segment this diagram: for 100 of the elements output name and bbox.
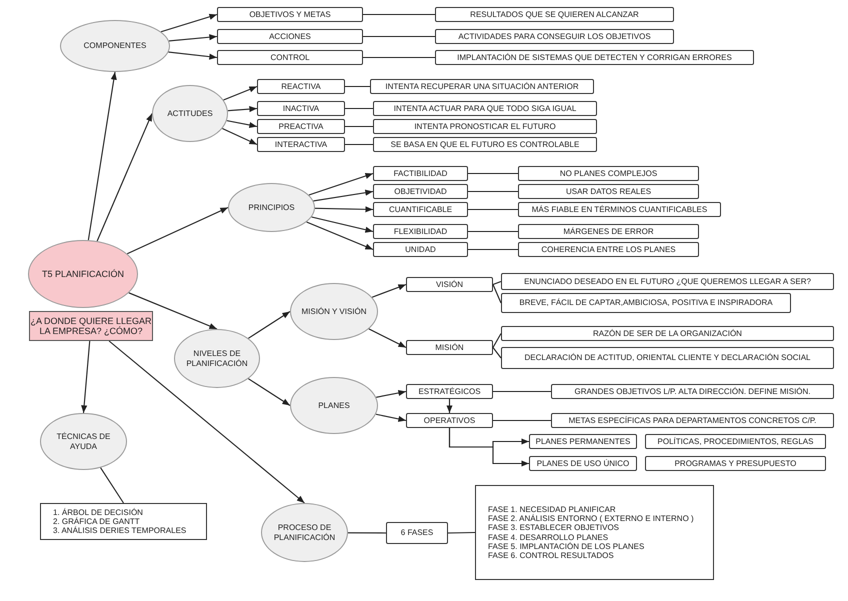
text-box <box>501 273 834 290</box>
arrow <box>314 206 374 212</box>
text-box <box>501 347 834 369</box>
text-box <box>518 184 699 199</box>
connector-line <box>492 284 502 304</box>
arrow <box>448 428 529 467</box>
arrow <box>313 190 374 202</box>
node-label: PROGRAMAS Y PRESUPUESTO <box>674 458 796 468</box>
node-label: TÉCNICAS DE AYUDA <box>56 432 112 451</box>
text-box <box>373 101 597 116</box>
node-label: INTERACTIVA <box>274 140 328 150</box>
connector-line <box>448 532 475 534</box>
node-label: NIVELES DE PLANIFICACIÓN <box>185 349 249 368</box>
text-box <box>529 456 637 471</box>
text-box <box>373 224 468 239</box>
connector-line <box>492 280 502 286</box>
node-label: ENUNCIADO DESEADO EN EL FUTURO ¿QUE QUEREMOS LLEGAR A SER? <box>524 276 811 286</box>
node-label: IMPLANTACIÓN DE SISTEMAS QUE DETECTEN Y CORRIGAN ERRORES <box>457 52 732 62</box>
arrow <box>128 292 218 330</box>
arrow <box>376 390 406 398</box>
connector-line <box>100 467 124 504</box>
connector-line <box>345 126 373 128</box>
node-label: RESULTADOS QUE SE QUIEREN ALCANZAR <box>470 10 639 20</box>
list-item: FASE 3. ESTABLECER OBJETIVOS <box>488 523 620 532</box>
text-box <box>518 202 721 217</box>
node-label: 6 FASES <box>400 528 434 538</box>
text-box <box>406 277 493 292</box>
text-box <box>370 79 594 94</box>
arrow <box>376 414 406 422</box>
node-label: REACTIVA <box>281 82 321 92</box>
node-label: GRANDES OBJETIVOS L/P. ALTA DIRECCIÓN. DEFINE MISIÓN. <box>574 386 811 396</box>
list-item: FASE 2. ANÁLISIS ENTORNO ( EXTERNO E INTERNO ) <box>488 514 694 524</box>
node-label: DECLARACIÓN DE ACTITUD, ORIENTAL CLIENTE Y DECLARACIÓN SOCIAL <box>524 353 810 363</box>
node-label: PREACTIVA <box>278 122 324 132</box>
connector-line <box>468 208 518 210</box>
node-label: RAZÓN DE SER DE LA ORGANIZACIÓN <box>593 328 742 338</box>
node-label: CUANTIFICABLE <box>388 204 452 214</box>
text-box <box>645 456 826 471</box>
text-box <box>257 101 345 116</box>
node-label: COHERENCIA ENTRE LOS PLANES <box>541 244 676 254</box>
node-label: INACTIVA <box>282 104 320 114</box>
arrow <box>223 86 258 101</box>
topic-ellipse <box>174 329 260 388</box>
connector-line <box>468 172 518 174</box>
arrow <box>248 378 290 406</box>
node-label: ACTIVIDADES PARA CONSEGUIR LOS OBJETIVOS <box>458 32 651 42</box>
text-box <box>257 119 345 134</box>
node-label: OPERATIVOS <box>424 416 476 426</box>
connector-line <box>363 56 435 58</box>
text-box <box>435 29 674 44</box>
node-label: INTENTA PRONOSTICAR EL FUTURO <box>414 122 556 132</box>
arrow <box>228 106 258 112</box>
arrow <box>248 311 290 339</box>
node-label: USAR DATOS REALES <box>566 186 652 196</box>
connector-line <box>345 144 373 146</box>
arrow <box>446 399 453 413</box>
text-box <box>645 434 826 449</box>
node-label: CONTROL <box>270 52 310 62</box>
node-label: POLÍTICAS, PROCEDIMIENTOS, REGLAS <box>658 436 814 446</box>
text-box <box>373 166 468 181</box>
node-label: METAS ESPECÍFICAS PARA DEPARTAMENTOS CONCRETOS C/P. <box>568 416 816 426</box>
arrow <box>81 340 90 414</box>
text-box <box>373 137 597 152</box>
connector-line <box>493 420 551 422</box>
text-box <box>257 79 345 94</box>
node-label: ACCIONES <box>269 32 311 42</box>
text-box <box>518 166 699 181</box>
node-label: T5 PLANIFICACIÓN <box>42 268 124 280</box>
arrow <box>306 222 374 250</box>
node-label: NO PLANES COMPLEJOS <box>560 168 658 178</box>
text-box <box>501 326 834 341</box>
arrow <box>311 216 374 233</box>
node-label: PROCESO DE PLANIFICACIÓN <box>272 523 336 542</box>
list-item: 1. ÁRBOL DE DECISIÓN <box>53 508 143 517</box>
node-label: PLANES DE USO ÚNICO <box>536 458 630 468</box>
node-label: BREVE, FÁCIL DE CAPTAR,AMBICIOSA, POSITIVA E INSPIRADORA <box>519 298 773 308</box>
node-label: MISIÓN <box>435 342 464 352</box>
node-label: VISIÓN <box>436 280 464 290</box>
node-label: SE BASA EN QUE EL FUTURO ES CONTROLABLE <box>390 140 580 150</box>
text-box <box>386 522 448 544</box>
node-label: MÁRGENES DE ERROR <box>563 226 654 236</box>
node-label: INTENTA RECUPERAR UNA SITUACIÓN ANTERIOR <box>385 82 579 92</box>
text-box <box>217 7 363 22</box>
connector-line <box>348 532 386 534</box>
text-box <box>501 293 791 313</box>
list-box <box>40 503 207 540</box>
arrow <box>168 51 218 60</box>
node-label: PLANES PERMANENTES <box>536 436 630 446</box>
list-item: FASE 6. CONTROL RESULTADOS <box>488 550 614 560</box>
text-box <box>406 340 493 355</box>
list-box <box>475 485 714 580</box>
text-box <box>373 119 597 134</box>
question-box <box>29 311 153 341</box>
node-label: PLANES <box>318 400 350 410</box>
text-box <box>435 50 754 65</box>
node-label: FLEXIBILIDAD <box>394 226 448 236</box>
text-box <box>373 202 468 217</box>
connector-line <box>468 230 518 232</box>
connector-line <box>493 390 551 392</box>
list-item: FASE 1. NECESIDAD PLANIFICAR <box>488 504 616 514</box>
